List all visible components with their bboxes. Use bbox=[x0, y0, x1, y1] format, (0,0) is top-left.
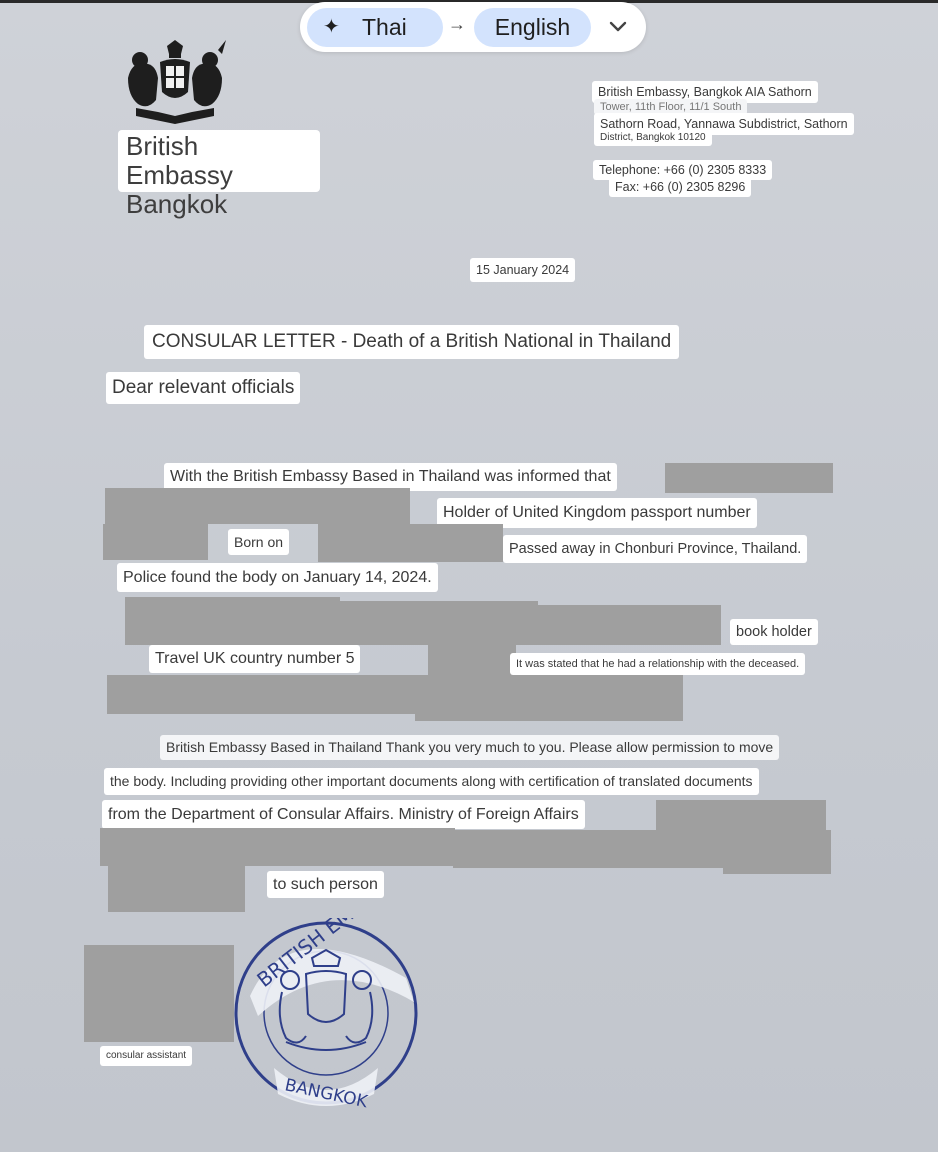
redaction-block bbox=[656, 800, 826, 832]
paragraph3-line1: British Embassy Based in Thailand Thank … bbox=[160, 735, 780, 760]
sparkle-icon: ✦ bbox=[323, 16, 340, 38]
passed-away-text: Passed away in Chonburi Province, Thaila… bbox=[503, 535, 808, 563]
paragraph1-line1: With the British Embassy Based in Thaila… bbox=[164, 463, 617, 491]
address-line-2: Tower, 11th Floor, 11/1 South bbox=[594, 99, 748, 115]
relationship-text: It was stated that he had a relationship… bbox=[510, 653, 806, 675]
paragraph1-line2: Holder of United Kingdom passport number bbox=[437, 498, 757, 528]
target-language-button[interactable]: English bbox=[474, 8, 591, 47]
redaction-block bbox=[453, 830, 725, 868]
chevron-down-icon[interactable] bbox=[606, 14, 630, 38]
redaction-block bbox=[125, 597, 340, 645]
embassy-name-line2: Bangkok bbox=[126, 189, 228, 219]
source-language-label: Thai bbox=[362, 14, 407, 40]
travel-number-text: Travel UK country number 5 bbox=[149, 645, 361, 673]
language-selector[interactable]: ✦ Thai → English bbox=[300, 2, 646, 52]
redaction-block bbox=[415, 675, 683, 721]
redaction-block bbox=[100, 828, 455, 866]
royal-crest-icon bbox=[128, 40, 226, 124]
paragraph3-line2: the body. Including providing other impo… bbox=[104, 768, 759, 795]
redaction-block bbox=[105, 488, 410, 524]
address-line-4: District, Bangkok 10120 bbox=[594, 130, 712, 146]
top-edge bbox=[0, 0, 938, 3]
redaction-block bbox=[338, 601, 538, 645]
redaction-block bbox=[108, 866, 245, 912]
born-on-label: Born on bbox=[228, 529, 290, 555]
address-line-3: Sathorn Road, Yannawa Subdistrict, Satho… bbox=[594, 113, 854, 135]
embassy-name-line1: British Embassy bbox=[126, 131, 233, 190]
salutation: Dear relevant officials bbox=[106, 372, 301, 404]
target-language-label: English bbox=[494, 14, 571, 40]
redaction-block bbox=[318, 524, 503, 562]
signature-redaction bbox=[84, 945, 234, 1042]
stamp-bottom-text: BANGKOK bbox=[283, 1075, 370, 1108]
letter-date: 15 January 2024 bbox=[470, 258, 576, 282]
paragraph3-line3: from the Department of Consular Affairs.… bbox=[102, 800, 585, 829]
paragraph3-line4: to such person bbox=[267, 871, 384, 898]
redaction-block bbox=[103, 524, 208, 560]
embassy-name-logo: British Embassy Bangkok bbox=[118, 130, 320, 219]
redaction-block bbox=[665, 463, 833, 493]
police-found-text: Police found the body on January 14, 202… bbox=[117, 563, 438, 592]
source-language-button[interactable]: ✦ Thai bbox=[307, 8, 443, 47]
signature-role: consular assistant bbox=[100, 1046, 193, 1066]
arrow-right-icon: → bbox=[448, 14, 466, 34]
address-line-1: British Embassy, Bangkok AIA Sathorn bbox=[592, 81, 818, 103]
telephone-line: Telephone: +66 (0) 2305 8333 bbox=[593, 160, 773, 180]
redaction-block bbox=[428, 645, 516, 679]
embassy-stamp: BRITISH EMBASSY BANGKOK bbox=[234, 918, 418, 1108]
book-holder-text: book holder bbox=[730, 619, 818, 645]
redaction-block bbox=[723, 830, 831, 874]
redaction-block bbox=[536, 605, 721, 645]
letter-subject: CONSULAR LETTER - Death of a British Nat… bbox=[144, 325, 680, 359]
redaction-block bbox=[107, 675, 417, 714]
fax-line: Fax: +66 (0) 2305 8296 bbox=[609, 177, 752, 197]
